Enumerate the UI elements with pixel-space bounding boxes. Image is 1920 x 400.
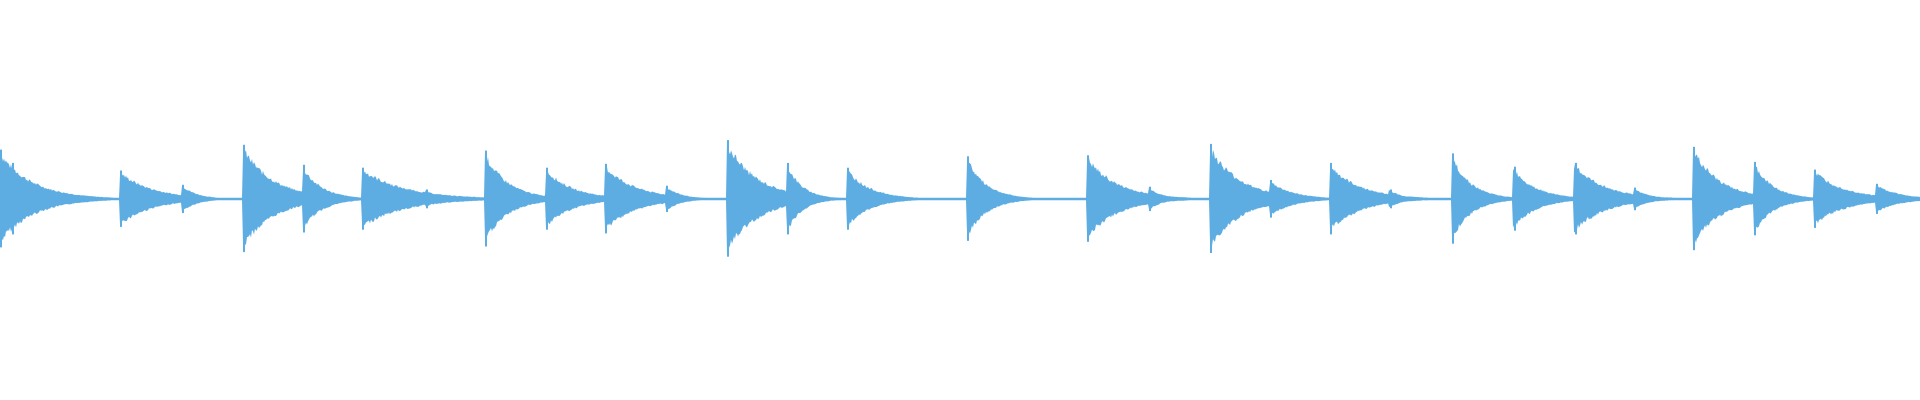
- waveform-envelope: [0, 141, 1920, 254]
